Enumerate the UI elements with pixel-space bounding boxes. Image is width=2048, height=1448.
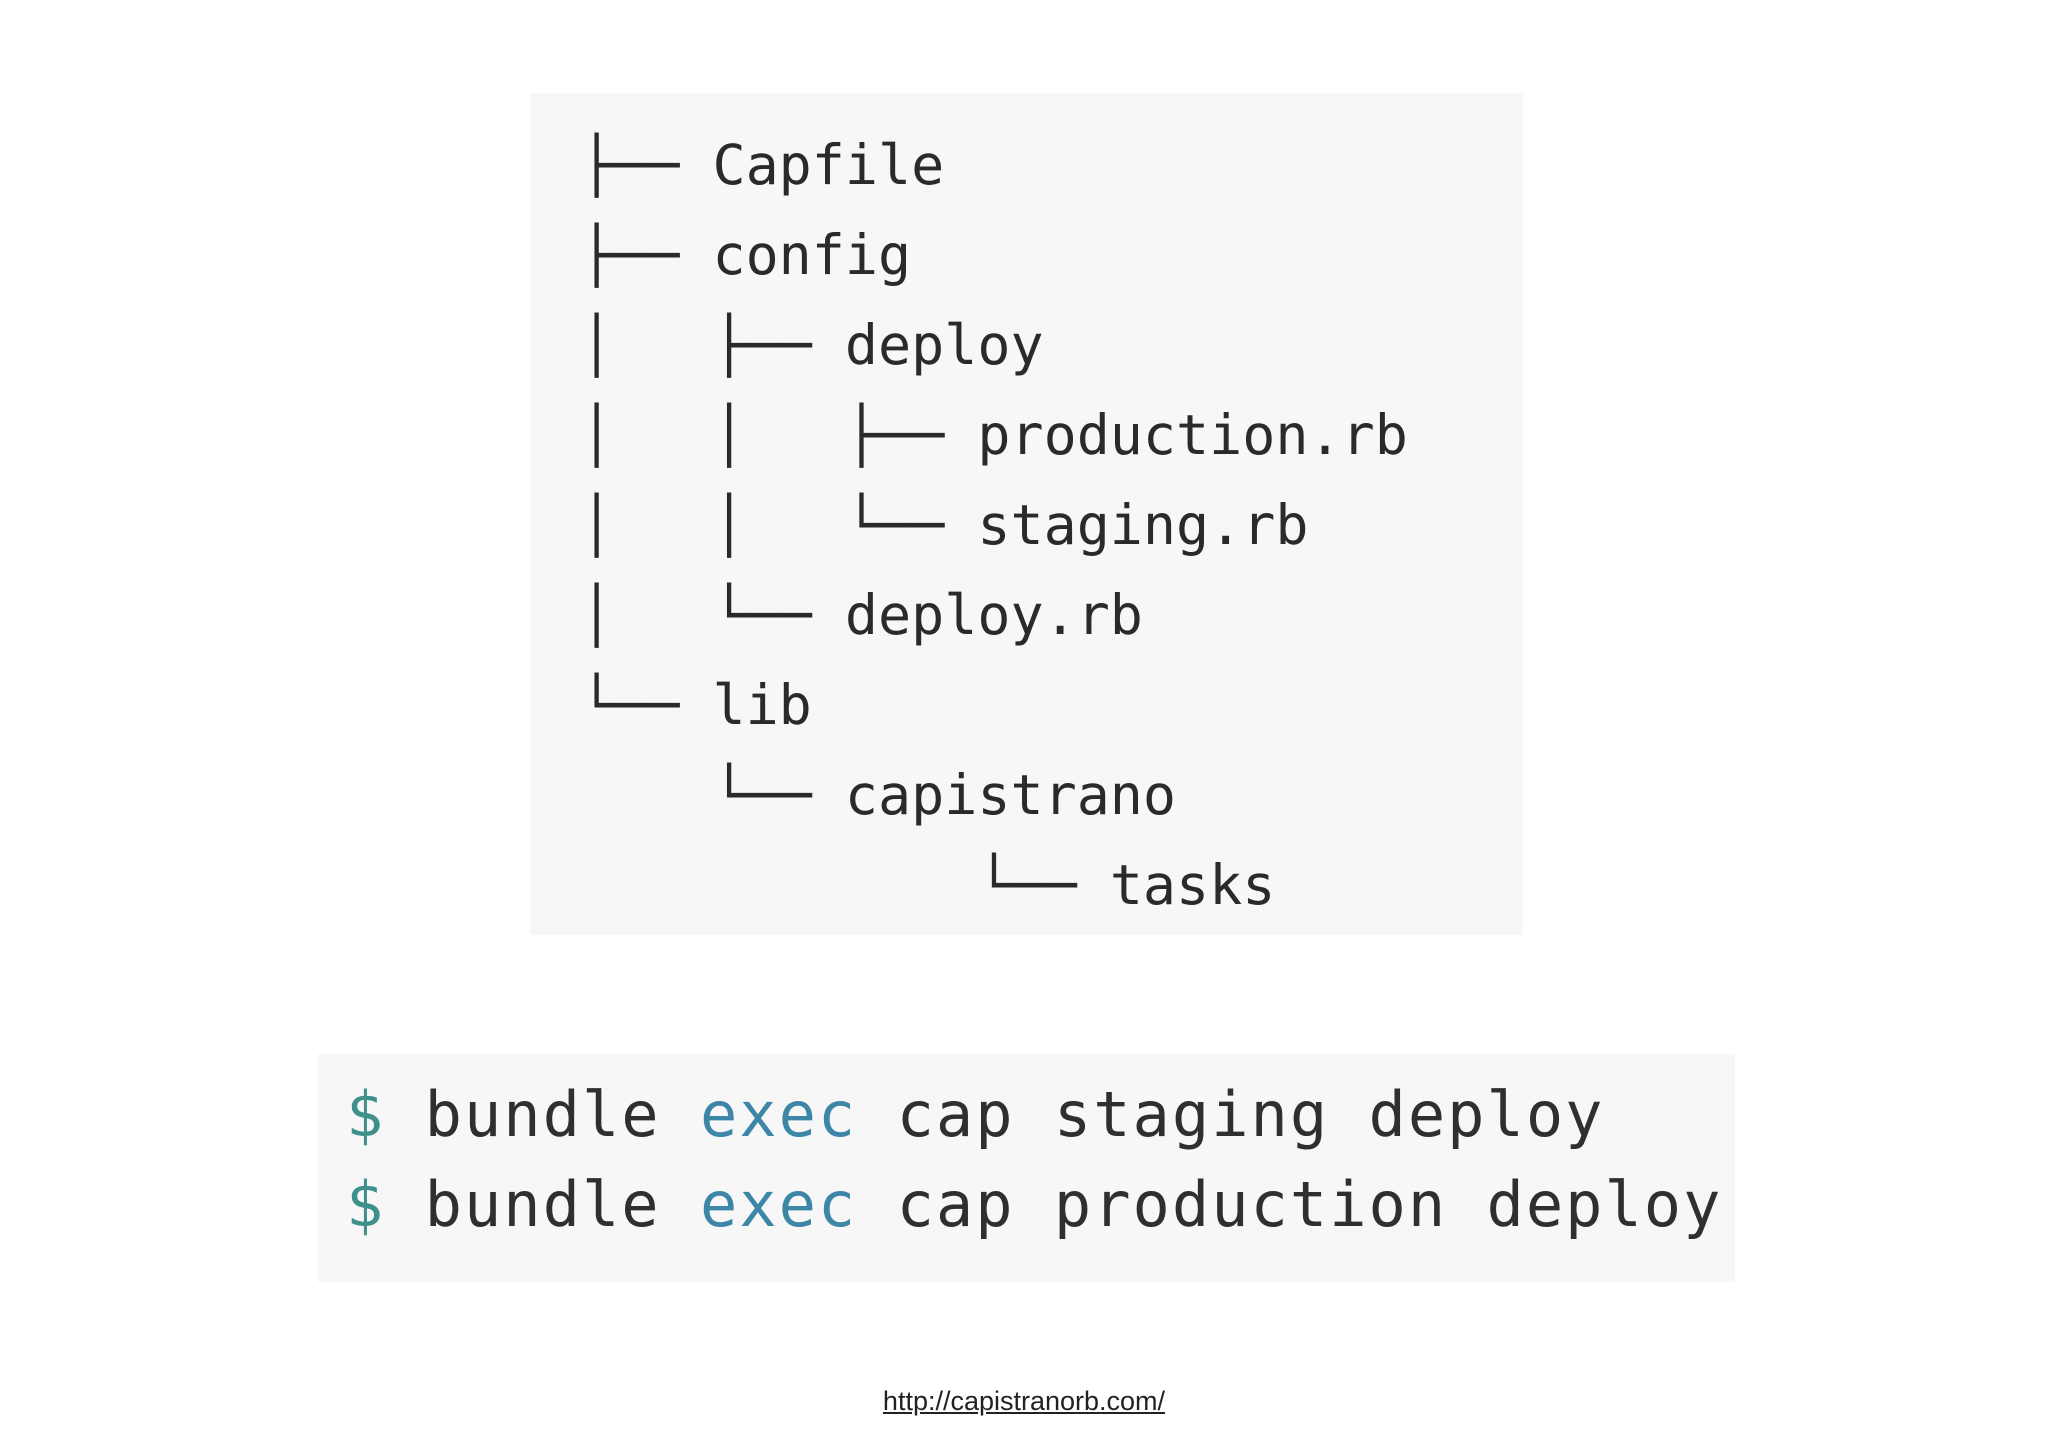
tree-line-staging-rb: │ │ └── staging.rb	[580, 480, 1523, 570]
tree-branch: ├──	[580, 223, 713, 287]
tree-item-name: capistrano	[844, 763, 1177, 827]
command-text: bundle	[424, 1168, 661, 1241]
tree-line-production-rb: │ │ ├── production.rb	[580, 390, 1523, 480]
tree-item-name: deploy	[844, 313, 1044, 377]
tree-item-name: production.rb	[977, 403, 1408, 467]
command-keyword: exec	[699, 1078, 858, 1151]
tree-line-capistrano: └── capistrano	[580, 750, 1523, 840]
tree-branch: └──	[580, 763, 845, 827]
source-link[interactable]: http://capistranorb.com/	[882, 1386, 1166, 1416]
command-text: cap production deploy	[896, 1168, 1723, 1241]
tree-item-name: Capfile	[712, 133, 945, 197]
tree-item-name: tasks	[1109, 853, 1276, 917]
tree-item-name: deploy.rb	[844, 583, 1143, 647]
tree-item-name: config	[712, 223, 912, 287]
tree-branch: │ └──	[580, 583, 845, 647]
tree-branch: │ │ ├──	[580, 403, 978, 467]
command-block: $ bundle exec cap staging deploy $ bundl…	[318, 1054, 1735, 1282]
tree-item-name: lib	[712, 673, 812, 737]
directory-tree-block: ├── Capfile ├── config │ ├── deploy │ │ …	[530, 93, 1523, 935]
tree-line-config: ├── config	[580, 210, 1523, 300]
command-keyword: exec	[699, 1168, 858, 1241]
tree-item-name: staging.rb	[977, 493, 1309, 557]
tree-branch: └──	[580, 853, 1110, 917]
tree-branch: └──	[580, 673, 713, 737]
shell-prompt: $	[346, 1168, 386, 1241]
tree-line-deploy-rb: │ └── deploy.rb	[580, 570, 1523, 660]
command-text: cap staging deploy	[896, 1078, 1605, 1151]
tree-line-lib: └── lib	[580, 660, 1523, 750]
tree-branch: │ ├──	[580, 313, 845, 377]
tree-line-deploy: │ ├── deploy	[580, 300, 1523, 390]
tree-branch: ├──	[580, 133, 713, 197]
shell-prompt: $	[346, 1078, 386, 1151]
command-line-staging: $ bundle exec cap staging deploy	[346, 1070, 1735, 1160]
tree-line-capfile: ├── Capfile	[580, 120, 1523, 210]
command-line-production: $ bundle exec cap production deploy	[346, 1160, 1735, 1250]
command-text: bundle	[424, 1078, 661, 1151]
tree-line-tasks: └── tasks	[580, 840, 1523, 930]
tree-branch: │ │ └──	[580, 493, 978, 557]
